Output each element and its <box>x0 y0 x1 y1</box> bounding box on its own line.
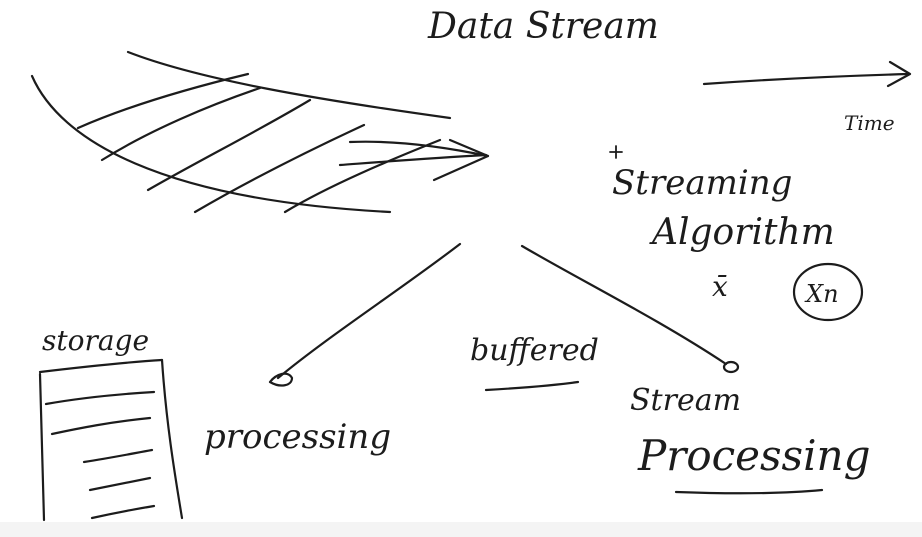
stream-processing-line2: Processing <box>637 431 870 480</box>
arrow-to-stream-processing <box>520 244 740 374</box>
bottom-strip <box>0 522 922 537</box>
processing-label: processing <box>204 417 391 457</box>
stream-processing-underline <box>674 488 824 495</box>
cursor-crosshair-icon <box>609 145 623 159</box>
arrow-to-processing <box>268 242 462 387</box>
buffered-label: buffered <box>470 333 599 368</box>
buffered-underline <box>484 380 580 392</box>
storage-label: storage <box>42 324 149 357</box>
streaming-algorithm-line1: Streaming <box>612 163 792 203</box>
time-label: Time <box>844 111 895 135</box>
stream-processing-line1: Stream <box>630 383 741 418</box>
streaming-algorithm-line2: Algorithm <box>649 212 835 253</box>
data-stream-ribbon <box>30 50 490 214</box>
x-bar-symbol: x̄ <box>712 270 728 303</box>
xn-symbol: Xn <box>804 280 839 308</box>
title-text: Data Stream <box>427 6 659 47</box>
xn-circled <box>792 262 864 322</box>
time-arrow <box>702 60 912 88</box>
storage-box <box>38 358 184 522</box>
